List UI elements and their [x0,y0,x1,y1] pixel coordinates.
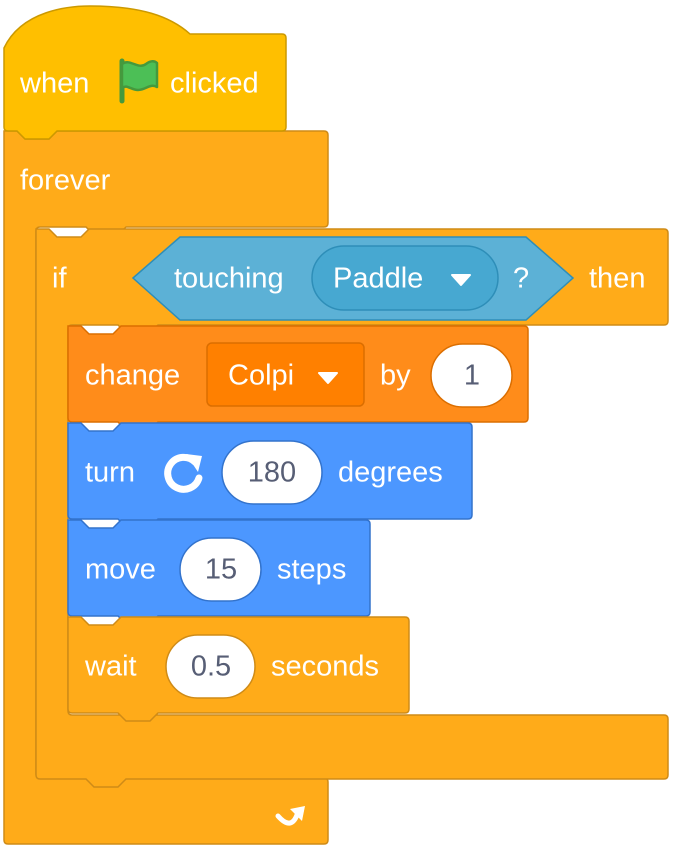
variable-dropdown[interactable] [206,342,365,407]
wait-seconds-input[interactable] [165,634,256,699]
turn-degrees-input[interactable] [221,440,323,505]
wait-seconds-value: 0.5 [190,650,232,683]
clicked-label: clicked [170,67,259,100]
if-label: if [52,262,67,295]
by-label: by [380,359,411,392]
turn-label: turn [85,456,135,489]
loop-arrow-icon [275,806,305,826]
move-label: move [85,553,156,586]
steps-label: steps [277,553,347,586]
change-amount-input[interactable] [430,343,513,408]
move-steps-input[interactable] [179,537,262,602]
green-flag-icon [119,58,159,104]
forever-label: forever [20,164,111,197]
change-amount-value: 1 [463,359,481,392]
paddle-dropdown-arrow-icon [451,274,471,286]
seconds-label: seconds [271,650,380,683]
turn-degrees-value: 180 [247,456,297,489]
paddle-label: Paddle [333,262,424,295]
variable-name-label: Colpi [228,359,295,392]
move-steps-value: 15 [204,553,238,586]
degrees-label: degrees [338,456,443,489]
then-label: then [589,262,646,295]
rotate-right-icon [164,453,203,493]
question-mark-label: ? [513,262,530,295]
if-block[interactable] [35,228,669,788]
change-label: change [85,359,181,392]
paddle-dropdown[interactable] [311,245,499,311]
variable-dropdown-arrow-icon [318,372,338,384]
touching-label: touching [174,262,284,295]
when-label: when [20,67,90,100]
wait-label: wait [85,650,137,683]
